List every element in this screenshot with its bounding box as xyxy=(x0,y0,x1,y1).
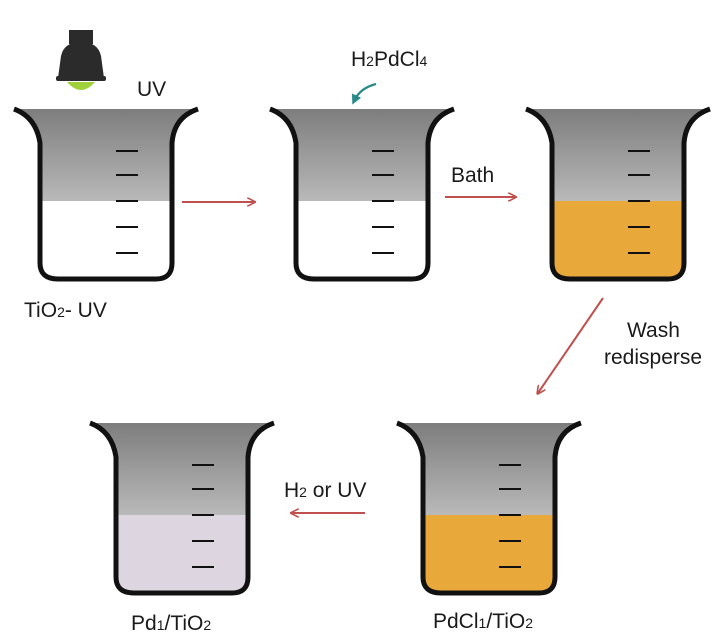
pdcl1-tio2-caption: PdCl1/TiO2 xyxy=(433,610,533,633)
beaker-liquid xyxy=(116,515,248,593)
curved-arrow-icon xyxy=(351,82,377,105)
wash-label: Wash xyxy=(627,319,680,342)
beaker-pd1 xyxy=(89,420,275,596)
h2-or-uv-label: H2 or UV xyxy=(284,479,366,502)
pd1-tio2-caption: Pd1/TiO2 xyxy=(131,612,211,635)
uv-glow-icon xyxy=(67,82,95,90)
h2pdcl4-label: H2PdCl4 xyxy=(351,48,428,71)
beaker-bath xyxy=(525,106,711,282)
tio2-uv-caption: TiO2- UV xyxy=(24,299,107,322)
beaker-liquid xyxy=(40,201,172,279)
uv-label: UV xyxy=(137,78,166,101)
bath-label: Bath xyxy=(451,164,494,187)
beaker-liquid xyxy=(296,201,428,279)
beaker-h2pdcl4 xyxy=(269,106,455,282)
beaker-tio2-uv xyxy=(13,106,199,282)
beaker-liquid xyxy=(552,201,684,279)
beaker-pdcl1 xyxy=(396,420,582,596)
beaker-liquid xyxy=(423,515,555,593)
redisperse-label: redisperse xyxy=(604,346,702,369)
arrow-icon xyxy=(538,297,604,393)
uv-lamp-icon xyxy=(56,30,106,90)
